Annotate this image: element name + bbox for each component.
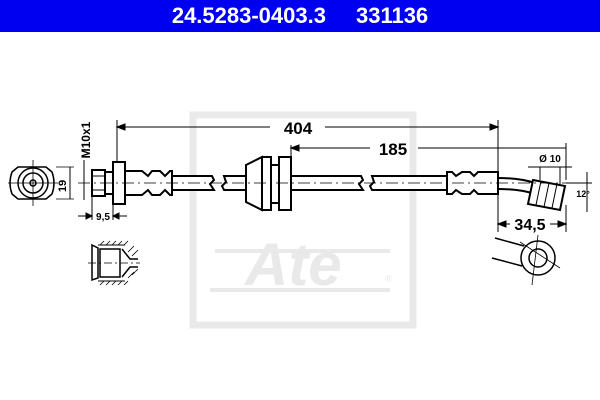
fitting-length-label: 9,5	[96, 212, 110, 223]
title-bar: 24.5283-0403.3 331136	[0, 0, 600, 32]
brake-hose	[91, 155, 567, 212]
dimension-angle-12	[566, 172, 592, 212]
ate-watermark: Ate ®	[189, 111, 417, 329]
part-number: 24.5283-0403.3	[171, 3, 326, 28]
banjo-eye-view	[491, 234, 561, 286]
reference-number: 331136	[355, 3, 429, 28]
dimension-9-5	[78, 196, 127, 220]
bend-angle-label: 12°	[576, 189, 590, 199]
partial-length-label: 185	[379, 140, 407, 159]
section-detail	[88, 240, 140, 286]
svg-text:®: ®	[385, 274, 393, 285]
dimension-185	[289, 143, 567, 180]
dimension-34-5	[496, 194, 568, 232]
eye-diameter-label: Ø 10	[539, 154, 561, 165]
thread-label: M10x1	[79, 121, 93, 158]
svg-text:Ate: Ate	[243, 231, 342, 298]
dimension-diameter-10	[528, 166, 572, 184]
hex-size-label: 19	[57, 180, 69, 192]
total-length-label: 404	[284, 119, 313, 138]
dimension-404	[115, 120, 500, 172]
bend-offset-label: 34,5	[514, 217, 545, 234]
end-view-hex	[8, 160, 74, 206]
